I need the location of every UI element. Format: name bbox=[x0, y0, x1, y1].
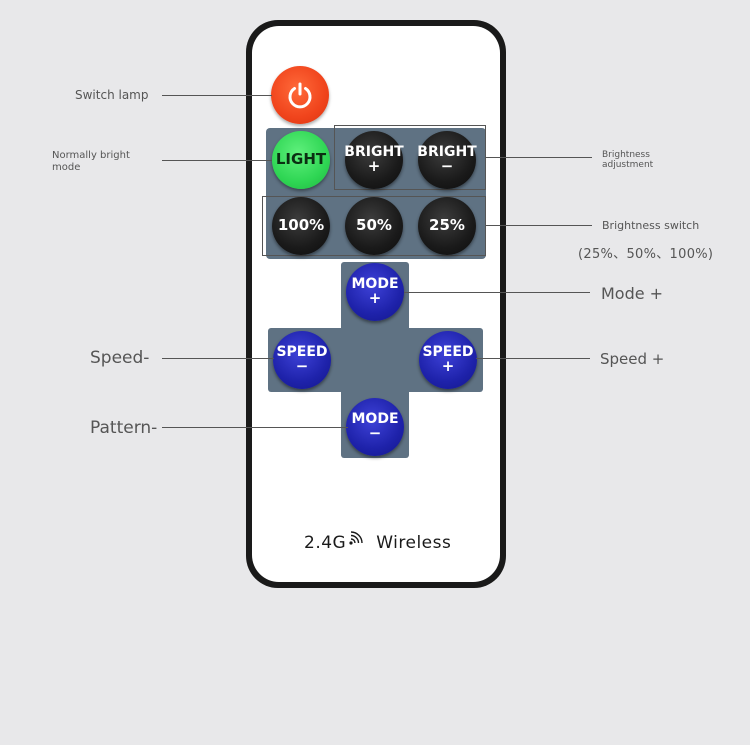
power-icon bbox=[288, 82, 312, 109]
minus-sign: − bbox=[368, 424, 382, 443]
light-button-label: LIGHT bbox=[275, 150, 327, 169]
brightness-100-button[interactable]: 100% bbox=[272, 197, 330, 255]
brightness-25-button[interactable]: 25% bbox=[418, 197, 476, 255]
mode-plus-leader bbox=[404, 292, 590, 293]
brightness-adjustment-bracket bbox=[334, 125, 486, 190]
bright-minus-label: BRIGHT bbox=[417, 143, 477, 160]
pattern-minus-annotation: Pattern- bbox=[90, 418, 158, 438]
wireless-text: Wireless bbox=[376, 533, 452, 553]
mode-minus-label: MODE bbox=[351, 410, 399, 427]
switch-lamp-leader bbox=[162, 95, 272, 96]
speed-plus-label: SPEED bbox=[422, 343, 474, 360]
plus-sign: + bbox=[368, 289, 382, 308]
mode-plus-annotation: Mode + bbox=[601, 284, 664, 303]
speed-minus-label: SPEED bbox=[276, 343, 328, 360]
power-button[interactable] bbox=[271, 66, 329, 124]
plus-sign: + bbox=[367, 157, 381, 176]
brightness-adjustment-line2: adjustment bbox=[602, 160, 654, 170]
bright-plus-button[interactable]: BRIGHT + bbox=[344, 131, 404, 189]
speed-minus-annotation: Speed- bbox=[90, 348, 150, 368]
speed-minus-leader bbox=[162, 358, 274, 359]
speed-plus-leader bbox=[476, 358, 590, 359]
brightness-25-label: 25% bbox=[429, 216, 465, 235]
normally-bright-leader bbox=[162, 160, 272, 161]
mode-plus-label: MODE bbox=[351, 275, 399, 292]
brightness-adjustment-line1: Brightness bbox=[602, 150, 650, 160]
brightness-adjustment-label: Brightness adjustment bbox=[602, 150, 653, 170]
wifi-signal-icon bbox=[349, 531, 363, 545]
brightness-100-label: 100% bbox=[277, 216, 325, 235]
mode-plus-button[interactable]: MODE + bbox=[346, 263, 404, 321]
bright-minus-button[interactable]: BRIGHT − bbox=[417, 131, 477, 189]
plus-sign: + bbox=[441, 357, 455, 376]
speed-plus-button[interactable]: SPEED + bbox=[419, 331, 477, 389]
brightness-switch-leader bbox=[486, 225, 592, 226]
mode-minus-button[interactable]: MODE − bbox=[346, 398, 404, 456]
speed-plus-annotation: Speed + bbox=[600, 350, 665, 368]
brightness-switch-label: Brightness switch bbox=[602, 219, 700, 232]
normally-bright-label-line2: mode bbox=[52, 162, 81, 173]
frequency-text: 2.4G bbox=[304, 533, 347, 553]
switch-lamp-label: Switch lamp bbox=[75, 88, 149, 102]
brightness-50-button[interactable]: 50% bbox=[345, 197, 403, 255]
light-button[interactable]: LIGHT bbox=[272, 131, 330, 189]
minus-sign: − bbox=[440, 157, 454, 176]
brightness-50-label: 50% bbox=[356, 216, 392, 235]
speed-minus-button[interactable]: SPEED − bbox=[273, 331, 331, 389]
normally-bright-label-line1: Normally bright bbox=[52, 150, 130, 161]
brightness-switch-bracket bbox=[262, 196, 486, 256]
brand-label: 2.4G Wireless bbox=[304, 531, 452, 553]
minus-sign: − bbox=[295, 357, 309, 376]
brightness-adjustment-leader bbox=[486, 157, 592, 158]
bright-plus-label: BRIGHT bbox=[344, 143, 404, 160]
normally-bright-label: Normally bright mode bbox=[52, 150, 130, 174]
pattern-minus-leader bbox=[162, 427, 348, 428]
brightness-values-label: (25%、50%、100%) bbox=[578, 247, 714, 262]
